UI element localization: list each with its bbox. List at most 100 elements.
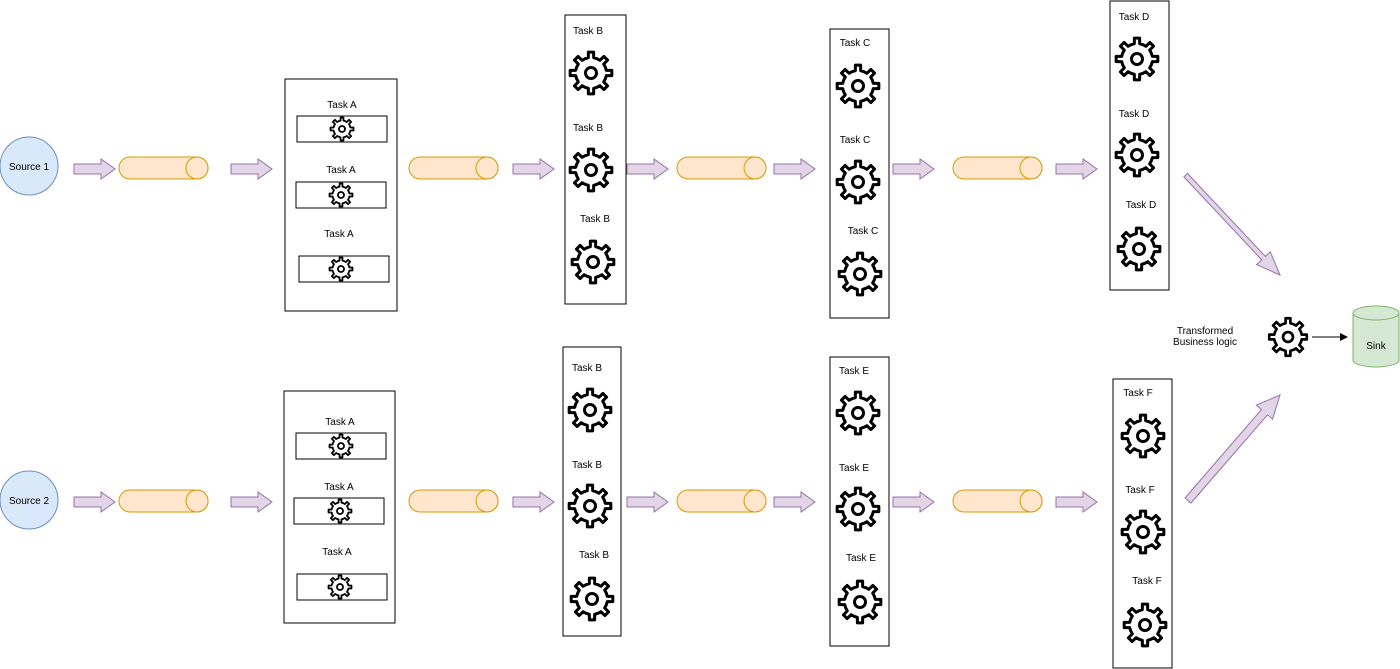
task-a-group-1: Task A Task A Task A	[284, 78, 398, 312]
gear-icon	[327, 574, 353, 600]
task-b-label: Task B	[579, 550, 609, 561]
task-b-label: Task B	[573, 123, 603, 134]
source-2-node[interactable]: Source 2	[0, 470, 59, 530]
gear-icon[interactable]	[837, 251, 883, 297]
flow-arrow	[626, 491, 669, 513]
task-c-group: Task C Task C Task C	[829, 28, 890, 319]
merge-section: Transformed Business logic Sink	[1173, 172, 1400, 504]
task-b-label: Task B	[572, 460, 602, 471]
gear-icon	[328, 256, 354, 282]
merge-arrow-bottom	[1184, 394, 1281, 504]
source-1-node[interactable]: Source 1	[0, 136, 59, 196]
gear-icon[interactable]	[1120, 413, 1166, 459]
task-e-group: Task E Task E Task E	[829, 356, 890, 647]
queue-cylinder-icon[interactable]	[408, 489, 499, 513]
pipeline-2-flow	[73, 489, 1098, 513]
task-a-label: Task A	[322, 547, 352, 558]
gear-icon[interactable]	[1114, 36, 1160, 82]
gear-icon[interactable]	[835, 486, 881, 532]
sink-node[interactable]: Sink	[1352, 305, 1400, 368]
task-a-group-2: Task A Task A Task A	[283, 390, 396, 624]
task-a-item[interactable]: Task A	[296, 100, 388, 143]
task-a-label: Task A	[324, 229, 354, 240]
pipeline-1: Source 1 Task A Task A Task A	[0, 0, 1170, 319]
gear-icon[interactable]	[567, 387, 613, 433]
task-b-label: Task B	[573, 26, 603, 37]
task-a-item[interactable]: Task A	[296, 547, 388, 601]
source-2-label: Source 2	[9, 496, 49, 507]
task-d-label: Task D	[1119, 109, 1150, 120]
gear-icon[interactable]	[1116, 226, 1162, 272]
flow-arrow	[73, 158, 116, 180]
queue-cylinder-icon[interactable]	[676, 156, 767, 180]
gear-icon	[327, 498, 353, 524]
flow-arrow	[773, 158, 816, 180]
task-a-label: Task A	[325, 417, 355, 428]
task-a-item[interactable]: Task A	[293, 482, 385, 525]
gear-icon[interactable]	[1122, 602, 1168, 648]
gear-icon[interactable]	[1267, 316, 1309, 358]
task-d-label: Task D	[1119, 12, 1150, 23]
gear-icon[interactable]	[568, 147, 614, 193]
flow-arrow	[626, 158, 669, 180]
queue-cylinder-icon[interactable]	[952, 489, 1043, 513]
task-e-label: Task E	[839, 366, 869, 377]
gear-icon[interactable]	[1120, 509, 1166, 555]
task-a-label: Task A	[326, 165, 356, 176]
flow-arrow	[892, 158, 935, 180]
task-e-label: Task E	[846, 553, 876, 564]
task-a-item[interactable]: Task A	[295, 165, 387, 209]
gear-icon[interactable]	[1114, 132, 1160, 178]
task-f-label: Task F	[1132, 576, 1161, 587]
queue-cylinder-icon[interactable]	[952, 156, 1043, 180]
flow-arrow	[512, 491, 555, 513]
flow-arrow	[892, 491, 935, 513]
task-b-label: Task B	[572, 363, 602, 374]
task-a-label: Task A	[327, 100, 357, 111]
task-c-label: Task C	[848, 226, 879, 237]
source-1-label: Source 1	[9, 162, 49, 173]
task-e-label: Task E	[839, 463, 869, 474]
gear-icon[interactable]	[568, 50, 614, 96]
gear-icon[interactable]	[567, 483, 613, 529]
task-a-label: Task A	[324, 482, 354, 493]
flow-arrow	[773, 491, 816, 513]
queue-cylinder-icon[interactable]	[408, 156, 499, 180]
gear-icon[interactable]	[837, 579, 883, 625]
task-f-label: Task F	[1123, 388, 1152, 399]
queue-cylinder-icon[interactable]	[118, 156, 209, 180]
gear-icon[interactable]	[835, 63, 881, 109]
task-c-label: Task C	[840, 38, 871, 49]
flow-arrow	[512, 158, 555, 180]
flow-arrow	[230, 491, 273, 513]
gear-icon	[329, 116, 355, 142]
flow-arrow	[1055, 491, 1098, 513]
gear-icon[interactable]	[569, 576, 615, 622]
pipeline-2: Source 2 Task A Task A Task A	[0, 346, 1173, 669]
flow-arrow	[73, 491, 116, 513]
task-a-item[interactable]: Task A	[298, 229, 390, 283]
task-f-group: Task F Task F Task F	[1112, 378, 1173, 669]
gear-icon	[328, 433, 354, 459]
gear-icon[interactable]	[570, 239, 616, 285]
task-d-label: Task D	[1126, 200, 1157, 211]
queue-cylinder-icon[interactable]	[676, 489, 767, 513]
merge-label-line1: Transformed	[1177, 326, 1233, 337]
merge-label-line2: Business logic	[1173, 337, 1237, 348]
gear-icon	[328, 182, 354, 208]
gear-icon[interactable]	[835, 390, 881, 436]
task-c-label: Task C	[840, 135, 871, 146]
task-b-group-1: Task B Task B Task B	[564, 14, 627, 305]
pipeline-1-flow	[73, 156, 1098, 180]
task-f-label: Task F	[1125, 485, 1154, 496]
task-b-label: Task B	[580, 214, 610, 225]
flow-arrow	[1055, 158, 1098, 180]
queue-cylinder-icon[interactable]	[118, 489, 209, 513]
task-d-group: Task D Task D Task D	[1109, 0, 1170, 291]
sink-label: Sink	[1366, 341, 1386, 352]
task-a-item[interactable]: Task A	[295, 417, 387, 460]
flow-arrow	[230, 158, 273, 180]
task-b-group-2: Task B Task B Task B	[562, 346, 622, 637]
gear-icon[interactable]	[835, 159, 881, 205]
